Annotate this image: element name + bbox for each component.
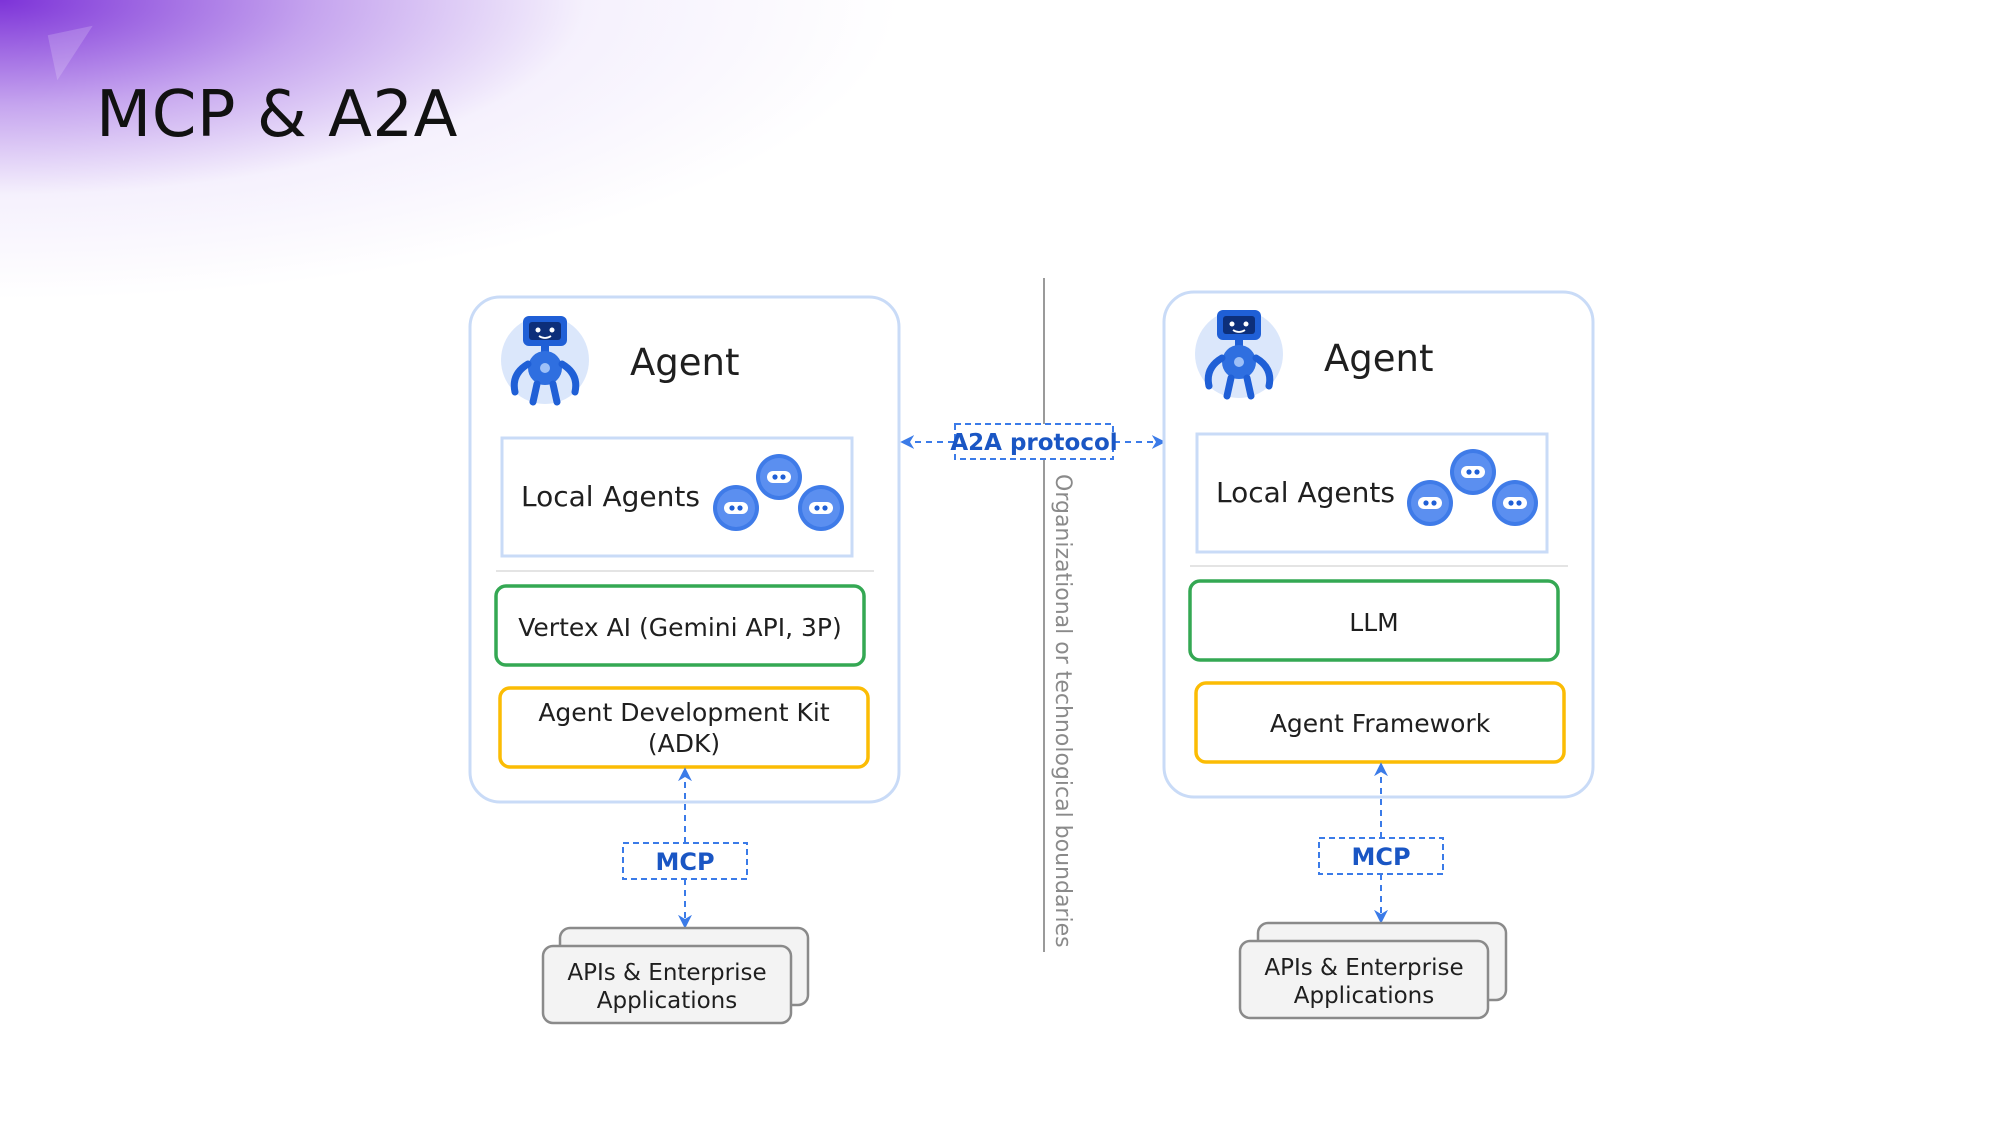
right-mini-robot-icon-1 (1450, 449, 1496, 495)
right-llm-box (1188, 579, 1560, 662)
right-apis-label-line2: Applications (1294, 983, 1435, 1009)
left-llm-box (494, 584, 866, 667)
right-agent-title: Agent (1324, 337, 1434, 380)
left-framework-box (498, 686, 870, 769)
right-apis-card (1238, 939, 1490, 1020)
right-local-agents-box (1195, 432, 1549, 554)
left-agent-robot-icon (501, 316, 589, 404)
left-apis-label-line1: APIs & Enterprise (567, 960, 766, 986)
left-agent-panel: Agent Local Agents Vertex AI (Gemini API… (468, 295, 901, 1025)
left-llm-label: Vertex AI (Gemini API, 3P) (518, 613, 841, 642)
left-local-agents-label: Local Agents (521, 480, 700, 513)
left-framework-label-line2: (ADK) (648, 729, 720, 758)
left-mini-robot-icon-2 (713, 485, 759, 531)
left-mcp-label: MCP (655, 848, 714, 876)
right-llm-label: LLM (1349, 608, 1398, 637)
left-mini-robot-icon-3 (798, 485, 844, 531)
a2a-protocol-label: A2A protocol (950, 430, 1117, 456)
left-apis-label-line2: Applications (597, 988, 738, 1014)
a2a-protocol-connector: A2A protocol (900, 423, 1166, 460)
left-agent-title: Agent (630, 341, 740, 384)
left-apis-card (541, 944, 793, 1025)
right-framework-label: Agent Framework (1270, 709, 1491, 738)
a2a-protocol-box (954, 423, 1114, 460)
boundary-label: Organizational or technological boundari… (1050, 474, 1075, 948)
left-local-agents-box (500, 436, 854, 558)
right-agent-robot-icon (1195, 310, 1283, 398)
right-local-agents-label: Local Agents (1216, 476, 1395, 509)
right-framework-box (1194, 681, 1566, 764)
right-mcp-box (1318, 837, 1444, 875)
right-apis-label-line1: APIs & Enterprise (1264, 955, 1463, 981)
right-agent-panel: Agent Local Agents LLM Agent Framework M… (1162, 290, 1595, 1020)
left-framework-label-line1: Agent Development Kit (538, 698, 830, 727)
left-mini-robot-icon-1 (756, 454, 802, 500)
left-mcp-box (622, 842, 748, 880)
right-mcp-label: MCP (1351, 843, 1410, 871)
right-mini-robot-icon-3 (1492, 480, 1538, 526)
right-mini-robot-icon-2 (1407, 480, 1453, 526)
slide-title: MCP & A2A (96, 78, 458, 152)
